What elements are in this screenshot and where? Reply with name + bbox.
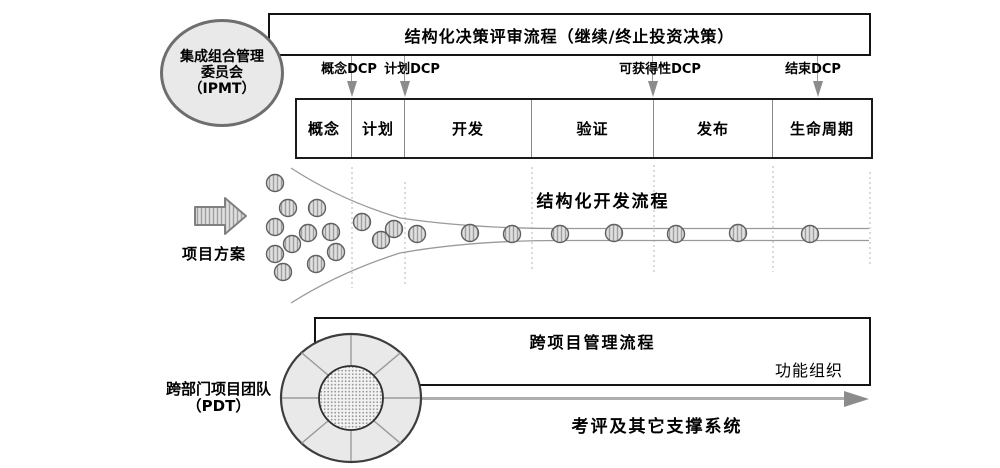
pdt-label-line1: 跨部门项目团队 [165,380,271,398]
pdt-wheel-spokes [282,335,420,461]
cross-project-title: 跨项目管理流程 [529,333,656,352]
phase-cell-lifecycle: 生命周期 [789,120,854,138]
dcp-label-concept: 概念DCP [321,62,377,77]
dcp-connector-line [404,55,405,82]
ipmt-committee-circle: 集成组合管理 委员会 （IPMT） [160,19,284,127]
dcp-connector-line [351,55,352,82]
decision-review-title: 结构化决策评审流程（继续/终止投资决策） [404,26,735,46]
dcp-connector-line [817,55,818,82]
funnel-curves [290,167,869,304]
input-label: 项目方案 [181,245,247,263]
phase-cell-verify: 验证 [532,100,654,157]
dcp-arrow-down-icon [648,81,658,97]
dcp-arrow-down-icon [400,81,410,97]
dev-process-title: 结构化开发流程 [536,192,670,212]
development-funnel [194,165,871,304]
phase-divider-dashed-lines [351,165,871,288]
phase-cell-concept: 概念 [297,100,352,157]
support-system-label: 考评及其它支撑系统 [571,417,743,437]
pdt-label-line2: （PDT） [186,397,251,415]
ipmt-line1: 集成组合管理 [180,49,264,65]
dcp-label-plan: 计划DCP [384,62,440,77]
support-arrow-right-icon [844,391,869,407]
phase-cell-develop: 开发 [405,100,532,157]
dcp-label-availability: 可获得性DCP [619,62,701,77]
dcp-arrow-down-icon [347,81,357,97]
phase-cell-plan: 计划 [352,100,405,157]
pdt-wheel-core [318,365,384,431]
input-block-arrow-icon [194,197,247,235]
pdt-wheel [279,332,423,464]
decision-review-box: 结构化决策评审流程（继续/终止投资决策） [268,13,871,56]
ipmt-line2: 委员会 [201,65,243,81]
project-dots [265,173,820,282]
dcp-connector-line [652,55,653,82]
dcp-label-end: 结束DCP [785,62,841,77]
phase-table: 概念 计划 开发 验证 发布 生命周期 [295,98,873,159]
phase-cell-release: 发布 [654,100,773,157]
functional-org-label: 功能组织 [774,361,843,380]
pdt-label: 跨部门项目团队 （PDT） [146,381,291,415]
support-arrow-shaft [420,397,846,400]
dcp-arrow-down-icon [813,81,823,97]
ipmt-line3: （IPMT） [188,81,256,97]
